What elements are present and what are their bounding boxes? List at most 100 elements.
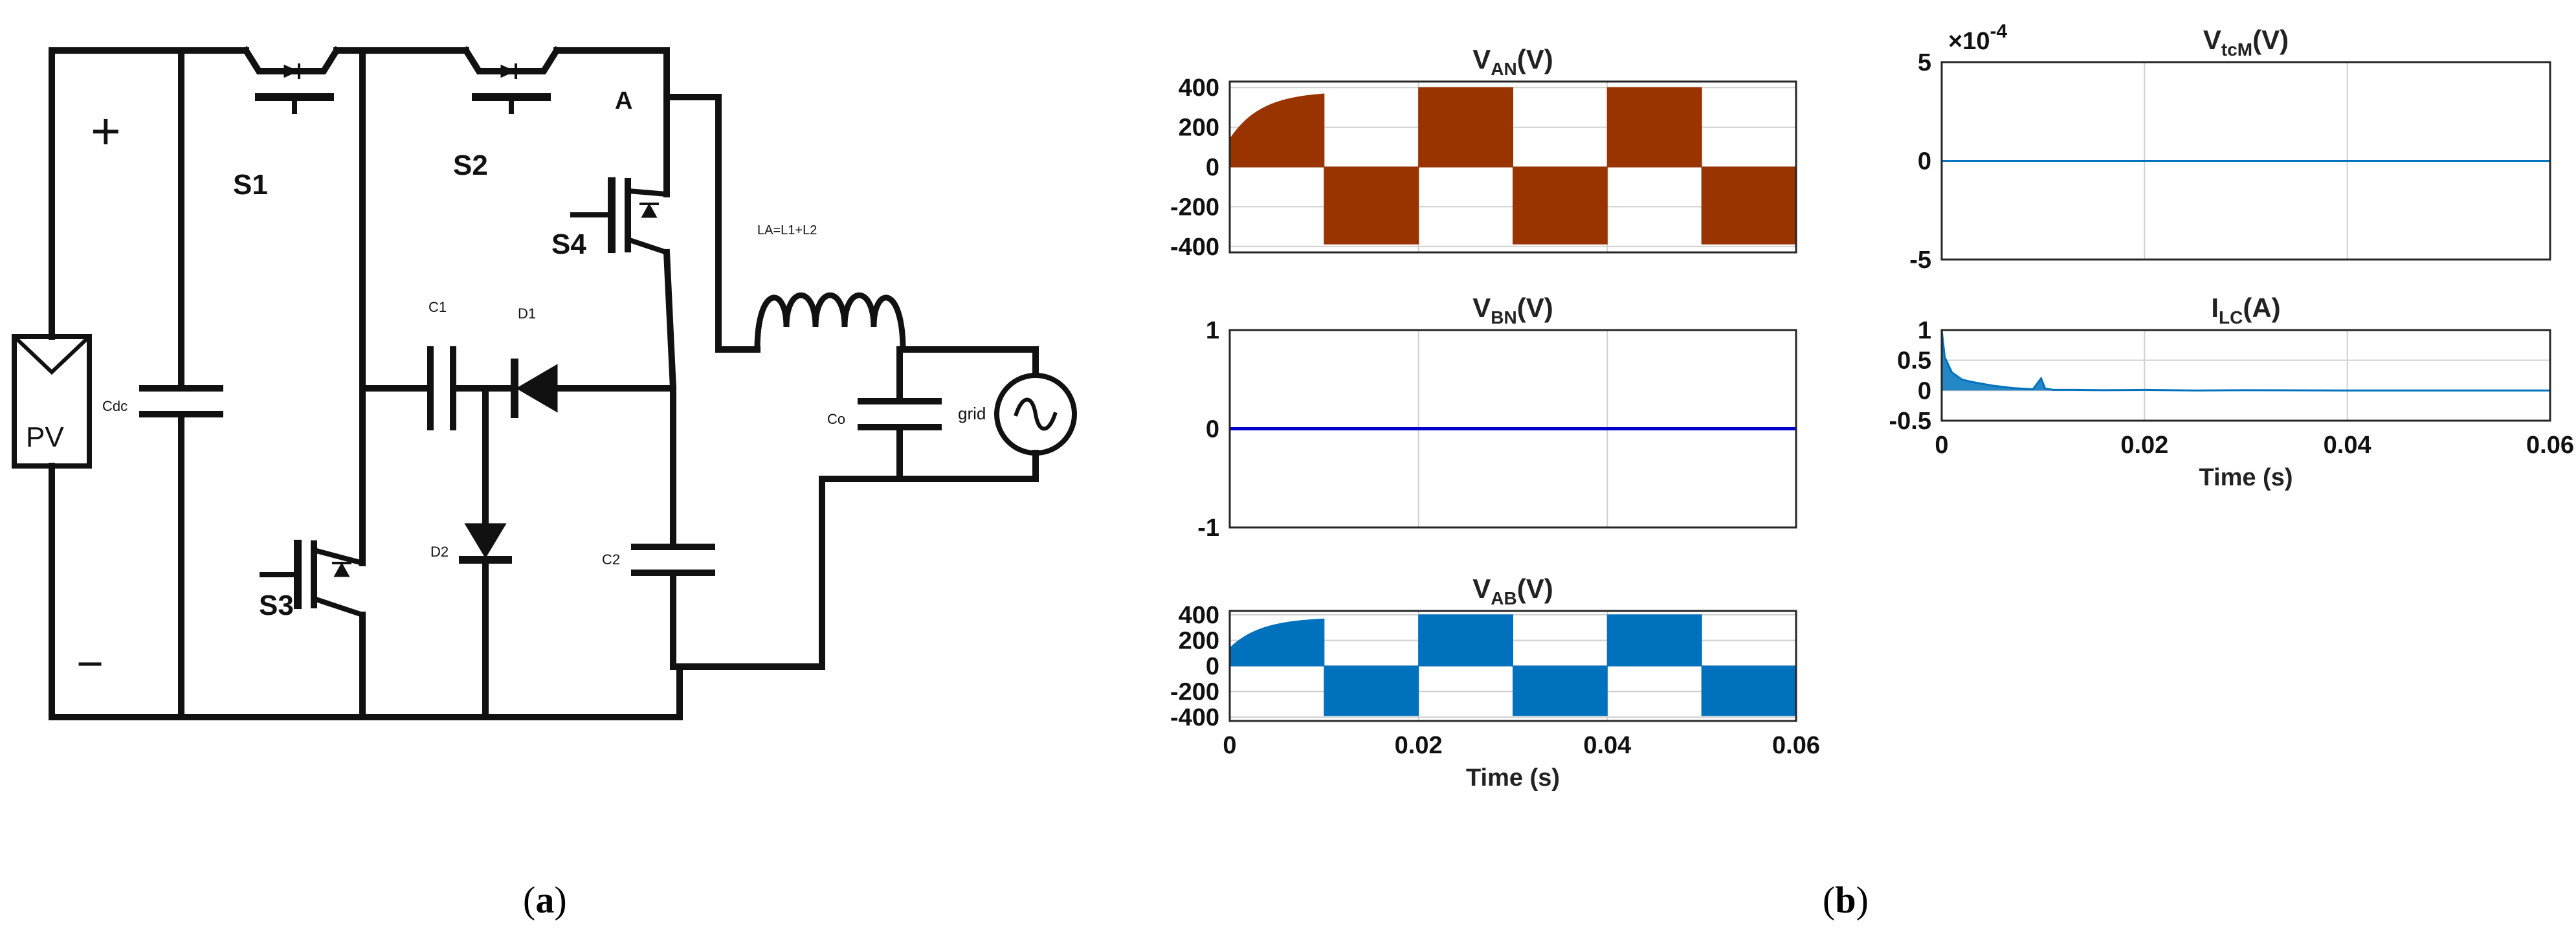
switch-s4 bbox=[570, 177, 671, 256]
y-tick-label: 200 bbox=[1179, 115, 1219, 142]
waveform-segment bbox=[1606, 614, 1702, 667]
chart-title-sub: BN bbox=[1491, 307, 1516, 327]
co-label: Co bbox=[827, 411, 845, 427]
waveform-segment bbox=[1701, 665, 1797, 716]
chart-title-main: I bbox=[2211, 293, 2219, 323]
y-tick-label: 400 bbox=[1179, 602, 1219, 629]
chart-title-sub: AN bbox=[1491, 59, 1516, 79]
y-tick-label: 1 bbox=[1206, 317, 1219, 344]
chart-title-sub: AB bbox=[1491, 588, 1516, 608]
waveform-segment bbox=[1513, 166, 1608, 245]
grid-label: grid bbox=[958, 404, 986, 423]
x-tick-label: 0.06 bbox=[1772, 732, 1820, 759]
y-tick-label: 5 bbox=[1918, 49, 1931, 76]
chart-title-unit: (V) bbox=[1517, 573, 1553, 604]
s4-label: S4 bbox=[551, 228, 586, 260]
y-tick-label: 400 bbox=[1179, 74, 1219, 102]
switch-s3 bbox=[260, 540, 366, 619]
c2-label: C2 bbox=[602, 551, 620, 568]
pv-label: PV bbox=[26, 421, 64, 453]
d2-label: D2 bbox=[430, 544, 449, 560]
inductor-la bbox=[754, 292, 906, 353]
chart-title-main: V bbox=[2203, 25, 2221, 55]
caption-a: (a) bbox=[523, 879, 567, 921]
y-tick-label: 0.5 bbox=[1897, 348, 1931, 375]
y-tick-label: -400 bbox=[1170, 704, 1219, 731]
axes-frame bbox=[1228, 80, 1797, 254]
chart-vtcm: 5 0 -5 VtcM(V) ×10-4 bbox=[1909, 21, 2551, 274]
axis-exponent: ×10-4 bbox=[1948, 21, 2007, 55]
y-tick-label: 0 bbox=[1918, 377, 1931, 404]
chart-title-main: V bbox=[1472, 44, 1491, 74]
waveform-segment bbox=[1324, 166, 1419, 245]
chart-vbn: 1 0 -1 VBN(V) bbox=[1197, 293, 1797, 542]
chart-title-main: V bbox=[1472, 573, 1491, 604]
x-tick-label: 0 bbox=[1223, 732, 1236, 759]
waveform-segment bbox=[1513, 665, 1608, 716]
minus-label: − bbox=[76, 638, 104, 690]
waveform-segment bbox=[1418, 87, 1513, 168]
x-tick-label: 0 bbox=[1935, 432, 1948, 459]
chart-title-unit: (V) bbox=[2252, 25, 2289, 55]
waveform-segment bbox=[1229, 618, 1325, 667]
circuit-diagram bbox=[11, 46, 1077, 720]
axes-frame bbox=[1940, 61, 2551, 261]
x-tick-label: 0.04 bbox=[1583, 732, 1631, 759]
chart-title-unit: (V) bbox=[1517, 293, 1553, 323]
axes-frame bbox=[1940, 329, 2551, 422]
waveform-segment bbox=[1701, 166, 1797, 245]
grid-source bbox=[994, 346, 1077, 482]
plus-label: + bbox=[91, 102, 121, 160]
y-tick-label: -0.5 bbox=[1889, 408, 1931, 435]
y-tick-label: -200 bbox=[1170, 194, 1219, 221]
y-tick-label: 0 bbox=[1918, 148, 1931, 175]
captions: (a) (b) bbox=[523, 879, 1869, 921]
y-tick-label: -400 bbox=[1170, 234, 1219, 261]
caption-a-letter: a bbox=[535, 879, 554, 921]
axes-frame bbox=[1228, 610, 1797, 722]
y-tick-label: -200 bbox=[1170, 679, 1219, 706]
switch-s1 bbox=[241, 46, 341, 114]
waveform-segment bbox=[1606, 87, 1702, 168]
s2-label: S2 bbox=[453, 149, 488, 181]
plot-area bbox=[1942, 330, 2550, 421]
y-tick-label: 0 bbox=[1206, 154, 1219, 181]
waveform-segment bbox=[1418, 614, 1513, 667]
y-tick-label: -1 bbox=[1197, 515, 1219, 542]
chart-title-unit: (A) bbox=[2243, 293, 2280, 323]
cdc-label: Cdc bbox=[102, 398, 128, 414]
y-tick-label: 0 bbox=[1206, 416, 1219, 443]
x-tick-label: 0.02 bbox=[1395, 732, 1443, 759]
x-tick-label: 0.04 bbox=[2324, 432, 2371, 459]
x-tick-label: 0.06 bbox=[2526, 432, 2574, 459]
node-a-label: A bbox=[615, 87, 632, 115]
d1-label: D1 bbox=[518, 305, 536, 322]
inductor-label: LA=L1+L2 bbox=[757, 223, 817, 238]
s3-label: S3 bbox=[259, 590, 294, 621]
series-area bbox=[1942, 330, 2074, 391]
chart-title: VAN(V) bbox=[1472, 44, 1553, 79]
c1-label: C1 bbox=[428, 299, 447, 315]
y-tick-label: -5 bbox=[1909, 247, 1931, 274]
caption-b: (b) bbox=[1823, 879, 1869, 921]
y-tick-label: 1 bbox=[1918, 317, 1931, 344]
chart-title-sub: LC bbox=[2219, 307, 2243, 327]
s1-label: S1 bbox=[233, 169, 268, 201]
diode-d1 bbox=[511, 359, 558, 418]
waveform-segment bbox=[1324, 665, 1419, 716]
x-axis-label: Time (s) bbox=[2199, 464, 2293, 491]
chart-van: 400 200 0 -200 -400 VAN(V) bbox=[1170, 44, 1797, 261]
chart-title: VAB(V) bbox=[1472, 573, 1553, 608]
chart-title-sub: tcM bbox=[2221, 39, 2252, 60]
caption-b-letter: b bbox=[1835, 879, 1856, 921]
chart-title-unit: (V) bbox=[1517, 44, 1553, 74]
x-tick-label: 0.02 bbox=[2120, 432, 2168, 459]
x-axis-label: Time (s) bbox=[1466, 764, 1560, 792]
chart-title-main: V bbox=[1472, 293, 1491, 323]
chart-title: VtcM(V) bbox=[2203, 25, 2289, 60]
switch-s2 bbox=[461, 46, 561, 114]
waveform-segment bbox=[1229, 93, 1325, 168]
axes-frame bbox=[1228, 329, 1797, 529]
